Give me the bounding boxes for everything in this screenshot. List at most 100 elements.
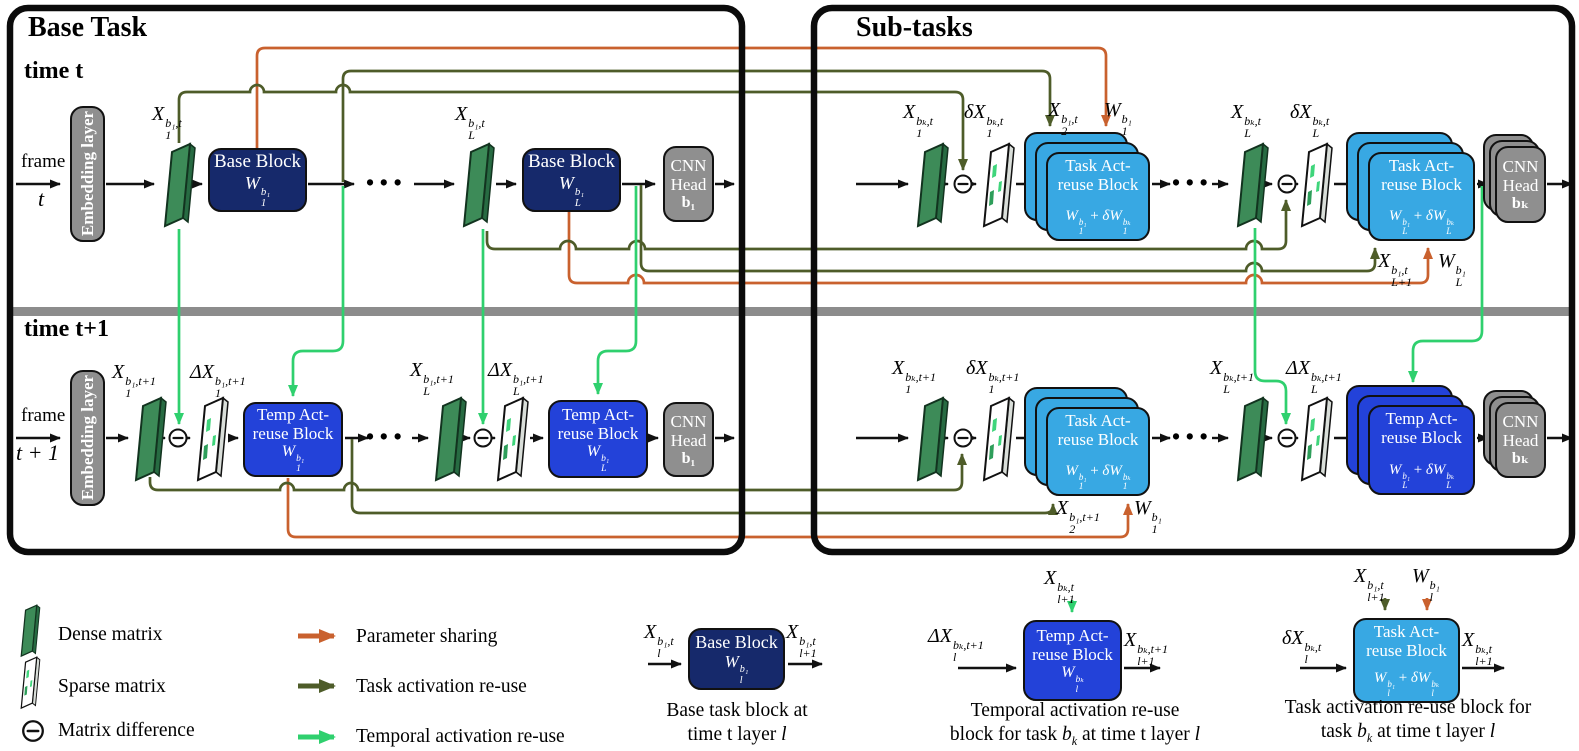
dense-matrix-icon: [164, 143, 196, 227]
frame-symbol-t1: t + 1: [16, 440, 59, 465]
embedding-layer-t: Embedding layer: [70, 106, 105, 242]
matrix-difference-icon: [953, 174, 973, 194]
sparse-matrix-icon: [497, 397, 529, 481]
legend-temporal-label: Temporal activation re-use: [356, 726, 565, 747]
base-task-title: Base Task: [28, 12, 148, 43]
matrix-difference-icon: [473, 428, 493, 448]
legend-dense-label: Dense matrix: [58, 624, 163, 645]
legend-sparse-matrix-icon: [20, 656, 41, 709]
sparse-matrix-icon: [983, 397, 1015, 481]
dense-matrix-icon: [435, 397, 467, 481]
time-t-label: time t: [24, 58, 84, 84]
task-activation-links: [148, 69, 1390, 611]
dense-matrix-icon: [1237, 143, 1269, 227]
matrix-difference-icon: [953, 428, 973, 448]
legend-dense-matrix-icon: [20, 604, 41, 657]
time-t1-label: time t+1: [24, 316, 109, 342]
embedding-layer-t1: Embedding layer: [70, 370, 105, 506]
temporal-activation-links: [174, 186, 1484, 613]
legend-param-label: Parameter sharing: [356, 626, 498, 647]
caption-temp-1: Temporal activation re-use: [970, 700, 1180, 721]
sub-tasks-title: Sub-tasks: [856, 12, 973, 43]
time-divider: [10, 307, 1572, 316]
matrix-difference-icon: [168, 428, 188, 448]
sparse-matrix-icon: [983, 143, 1015, 227]
legend-sparse-label: Sparse matrix: [58, 676, 166, 697]
legend-arrow-samples: [298, 629, 336, 744]
legend-task-label: Task activation re-use: [356, 676, 527, 697]
caption-base-2: time t layer l: [687, 724, 787, 745]
frame-symbol-t: t: [38, 186, 45, 211]
ellipsis-3: • • •: [366, 424, 402, 449]
sub-tasks-panel-border: [810, 4, 1576, 556]
dense-matrix-icon: [463, 143, 495, 227]
caption-task-2: task bk at time t layer l: [1320, 721, 1496, 745]
sparse-matrix-icon: [197, 397, 229, 481]
dense-matrix-icon: [917, 143, 949, 227]
sparse-matrix-icon: [1301, 397, 1333, 481]
matrix-difference-icon: [1277, 428, 1297, 448]
base-task-panel-border: [6, 4, 746, 556]
parameter-sharing-links: [255, 46, 1433, 611]
caption-temp-2: block for task bk at time t layer l: [949, 724, 1201, 748]
ellipsis-2: • • •: [1172, 170, 1208, 195]
dense-matrix-icon: [135, 397, 167, 481]
legend-matrix-difference-icon: [21, 719, 45, 743]
caption-task-1: Task activation re-use block for: [1284, 697, 1532, 718]
flow-arrows: [16, 179, 1573, 673]
legend-diff-label: Matrix difference: [58, 720, 195, 741]
dense-matrix-icon: [917, 397, 949, 481]
frame-label-t: frame: [21, 151, 66, 172]
frame-label-t1: frame: [21, 405, 66, 426]
sparse-matrix-icon: [1301, 143, 1333, 227]
ellipsis-1: • • •: [366, 170, 402, 195]
caption-base-1: Base task block at: [666, 700, 808, 721]
ellipsis-4: • • •: [1172, 424, 1208, 449]
